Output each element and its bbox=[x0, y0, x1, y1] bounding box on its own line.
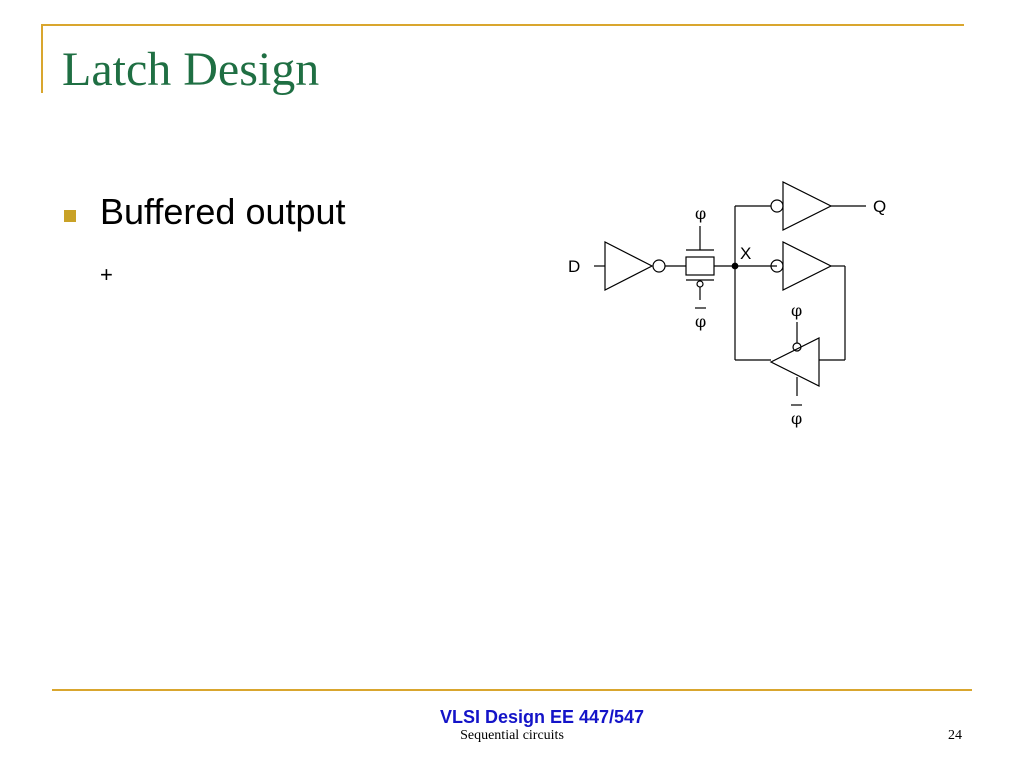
clock-label: φ bbox=[695, 204, 706, 223]
sub-bullet-text: + bbox=[100, 262, 113, 287]
clock-bar-label: φ bbox=[791, 409, 802, 428]
tgate-body bbox=[685, 256, 715, 276]
clock-bar-label: φ bbox=[695, 312, 706, 331]
input-inverter-bubble bbox=[652, 259, 666, 273]
output-label: Q bbox=[873, 197, 886, 216]
slide-title: Latch Design bbox=[62, 43, 320, 96]
feedback-inverter bbox=[782, 241, 833, 291]
output-inverter-bubble bbox=[770, 199, 784, 213]
bullet-text: Buffered output bbox=[100, 191, 346, 232]
tristate-inverter bbox=[769, 337, 820, 387]
clock-label: φ bbox=[791, 301, 802, 320]
page-number: 24 bbox=[948, 728, 962, 743]
frame-left-rule bbox=[41, 24, 43, 93]
output-inverter bbox=[782, 181, 833, 231]
footer-subtitle: Sequential circuits bbox=[460, 728, 564, 743]
bullet-square-icon bbox=[64, 210, 76, 222]
input-label: D bbox=[568, 257, 580, 276]
tgate-pmos-bubble bbox=[696, 280, 704, 288]
latch-circuit-diagram: D Q X φ φ φ φ bbox=[568, 181, 886, 428]
frame-top-rule bbox=[41, 24, 964, 26]
input-inverter bbox=[604, 241, 654, 291]
footer-rule bbox=[52, 689, 972, 691]
footer-course-title: VLSI Design EE 447/547 bbox=[439, 707, 645, 727]
node-label: X bbox=[740, 244, 751, 263]
